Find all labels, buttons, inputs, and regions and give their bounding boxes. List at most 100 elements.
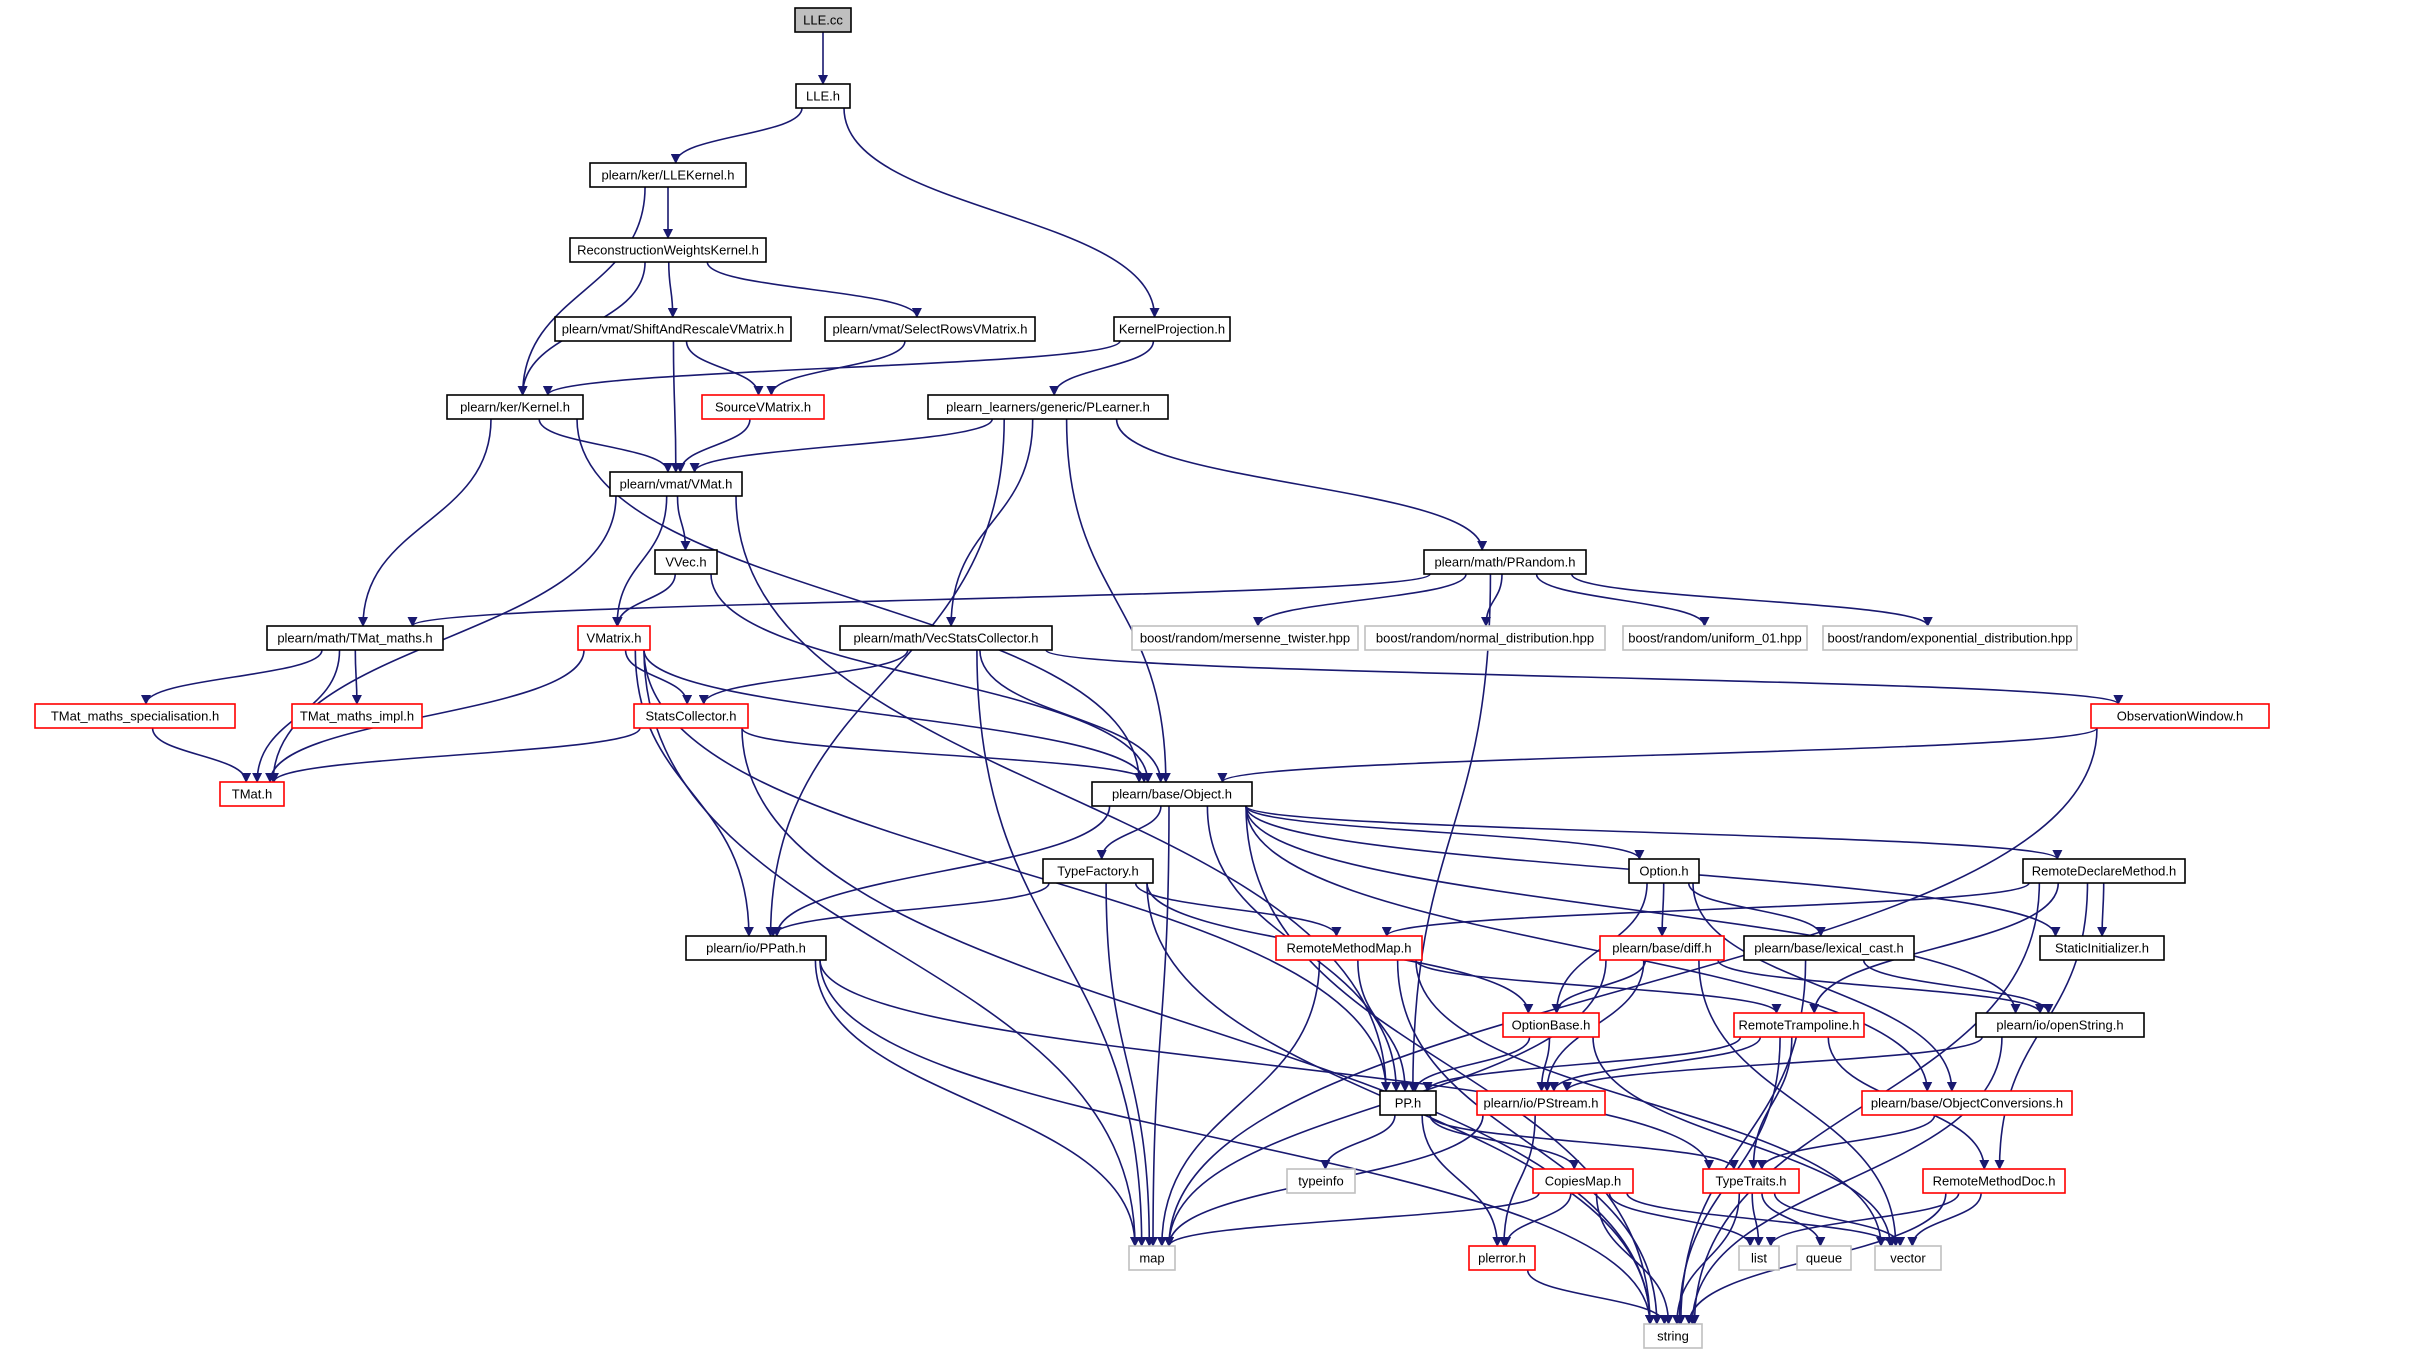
node-box-observationwindow-h bbox=[2090, 703, 2270, 729]
edge-plearn-learners-generic-plearner-h-to-plearn-vmat-vmat-h bbox=[689, 418, 993, 473]
node-plearn-io-pstream-h[interactable]: plearn/io/PStream.h bbox=[1476, 1090, 1606, 1116]
node-plearn-vmat-shiftandrescalevmatrix-h[interactable]: plearn/vmat/ShiftAndRescaleVMatrix.h bbox=[554, 316, 792, 342]
node-plearn-ker-llekernel-h[interactable]: plearn/ker/LLEKernel.h bbox=[589, 162, 747, 188]
node-observationwindow-h[interactable]: ObservationWindow.h bbox=[2090, 703, 2270, 729]
node-box-remotemethodmap-h bbox=[1275, 935, 1423, 961]
edge-plearn-io-ppath-h-to-string bbox=[819, 959, 1655, 1325]
node-box-plearn-vmat-selectrowsvmatrix-h bbox=[824, 316, 1036, 342]
edge-plearn-io-pstream-h-to-plerror-h bbox=[1498, 1114, 1536, 1247]
node-box-map bbox=[1128, 1245, 1176, 1271]
node-reconstructionweightskernel-h[interactable]: ReconstructionWeightsKernel.h bbox=[569, 237, 767, 263]
node-box-plearn-math-vecstatscollector-h bbox=[839, 625, 1053, 651]
node-box-boost-random-exponential-distribution-hpp bbox=[1822, 625, 2078, 651]
node-plearn-io-ppath-h[interactable]: plearn/io/PPath.h bbox=[685, 935, 827, 961]
node-plearn-vmat-vmat-h[interactable]: plearn/vmat/VMat.h bbox=[609, 471, 743, 497]
node-box-plearn-io-ppath-h bbox=[685, 935, 827, 961]
edge-remotemethoddoc-h-to-vector bbox=[1907, 1192, 1982, 1247]
node-copiesmap-h[interactable]: CopiesMap.h bbox=[1532, 1168, 1634, 1194]
node-remotemethoddoc-h[interactable]: RemoteMethodDoc.h bbox=[1922, 1168, 2066, 1194]
node-pp-h[interactable]: PP.h bbox=[1379, 1090, 1437, 1116]
node-box-plearn-math-tmat-maths-h bbox=[266, 625, 444, 651]
node-label-boost-random-normal-distribution-hpp: boost/random/normal_distribution.hpp bbox=[1376, 631, 1594, 646]
node-remotetrampoline-h[interactable]: RemoteTrampoline.h bbox=[1733, 1012, 1865, 1038]
node-box-tmat-maths-specialisation-h bbox=[34, 703, 236, 729]
edge-copiesmap-h-to-vector bbox=[1626, 1192, 1897, 1247]
node-box-lle-cc bbox=[794, 7, 852, 33]
node-plearn-math-vecstatscollector-h[interactable]: plearn/math/VecStatsCollector.h bbox=[839, 625, 1053, 651]
node-option-h[interactable]: Option.h bbox=[1628, 858, 1700, 884]
edge-plearn-base-object-h-to-option-h bbox=[1245, 805, 1645, 860]
edge-plearn-io-ppath-h-to-map bbox=[814, 959, 1140, 1247]
node-label-remotetrampoline-h: RemoteTrampoline.h bbox=[1739, 1018, 1860, 1033]
node-plearn-base-object-h[interactable]: plearn/base/Object.h bbox=[1091, 781, 1253, 807]
node-tmat-h[interactable]: TMat.h bbox=[219, 781, 285, 807]
node-box-optionbase-h bbox=[1502, 1012, 1600, 1038]
node-boost-random-exponential-distribution-hpp: boost/random/exponential_distribution.hp… bbox=[1822, 625, 2078, 651]
node-label-statscollector-h: StatsCollector.h bbox=[645, 709, 736, 724]
edge-plearn-ker-kernel-h-to-plearn-vmat-vmat-h bbox=[538, 418, 673, 473]
node-plearn-math-prandom-h[interactable]: plearn/math/PRandom.h bbox=[1423, 549, 1587, 575]
node-label-sourcevmatrix-h: SourceVMatrix.h bbox=[715, 400, 811, 415]
node-label-lle-h: LLE.h bbox=[806, 89, 840, 104]
node-statscollector-h[interactable]: StatsCollector.h bbox=[633, 703, 749, 729]
node-plerror-h[interactable]: plerror.h bbox=[1468, 1245, 1536, 1271]
node-plearn-learners-generic-plearner-h[interactable]: plearn_learners/generic/PLearner.h bbox=[927, 394, 1169, 420]
node-box-boost-random-normal-distribution-hpp bbox=[1364, 625, 1606, 651]
edge-plearn-math-tmat-maths-h-to-tmat-maths-impl-h bbox=[351, 649, 362, 705]
edge-remotemethodmap-h-to-string bbox=[1396, 959, 1662, 1325]
node-box-option-h bbox=[1628, 858, 1700, 884]
node-box-plearn-ker-llekernel-h bbox=[589, 162, 747, 188]
node-box-plearn-vmat-vmat-h bbox=[609, 471, 743, 497]
edge-remotedeclaremethod-h-to-remotemethodmap-h bbox=[1381, 882, 2030, 937]
edge-plearn-base-object-h-to-plearn-io-openstring-h bbox=[1245, 805, 2021, 1014]
node-plearn-io-openstring-h[interactable]: plearn/io/openString.h bbox=[1975, 1012, 2145, 1038]
node-vvec-h[interactable]: VVec.h bbox=[654, 549, 718, 575]
node-tmat-maths-impl-h[interactable]: TMat_maths_impl.h bbox=[291, 703, 423, 729]
node-plearn-math-tmat-maths-h[interactable]: plearn/math/TMat_maths.h bbox=[266, 625, 444, 651]
node-label-observationwindow-h: ObservationWindow.h bbox=[2117, 709, 2243, 724]
node-box-plearn-learners-generic-plearner-h bbox=[927, 394, 1169, 420]
node-plearn-ker-kernel-h[interactable]: plearn/ker/Kernel.h bbox=[446, 394, 584, 420]
node-lle-h[interactable]: LLE.h bbox=[795, 83, 851, 109]
edge-remotemethoddoc-h-to-list bbox=[1765, 1192, 1960, 1247]
node-plearn-base-diff-h[interactable]: plearn/base/diff.h bbox=[1599, 935, 1725, 961]
node-remotemethodmap-h[interactable]: RemoteMethodMap.h bbox=[1275, 935, 1423, 961]
edge-statscollector-h-to-tmat-h bbox=[269, 727, 641, 783]
node-vmatrix-h[interactable]: VMatrix.h bbox=[577, 625, 651, 651]
node-plearn-vmat-selectrowsvmatrix-h[interactable]: plearn/vmat/SelectRowsVMatrix.h bbox=[824, 316, 1036, 342]
node-label-remotedeclaremethod-h: RemoteDeclareMethod.h bbox=[2032, 864, 2177, 879]
edge-plearn-vmat-vmat-h-to-vvec-h bbox=[676, 495, 691, 551]
edge-vvec-h-to-plearn-base-object-h bbox=[710, 573, 1153, 783]
edge-plearn-math-prandom-h-to-plearn-math-tmat-maths-h bbox=[407, 573, 1431, 627]
node-label-lle-cc: LLE.cc bbox=[803, 13, 843, 28]
node-label-reconstructionweightskernel-h: ReconstructionWeightsKernel.h bbox=[577, 243, 759, 258]
node-typefactory-h[interactable]: TypeFactory.h bbox=[1042, 858, 1154, 884]
node-sourcevmatrix-h[interactable]: SourceVMatrix.h bbox=[701, 394, 825, 420]
edge-reconstructionweightskernel-h-to-plearn-vmat-shiftandrescalevmatrix-h bbox=[667, 261, 678, 318]
edge-vmatrix-h-to-tmat-h bbox=[265, 649, 585, 783]
edge-optionbase-h-to-vector bbox=[1592, 1036, 1896, 1247]
node-label-plearn-math-prandom-h: plearn/math/PRandom.h bbox=[1435, 555, 1576, 570]
node-box-remotetrampoline-h bbox=[1733, 1012, 1865, 1038]
node-tmat-maths-specialisation-h[interactable]: TMat_maths_specialisation.h bbox=[34, 703, 236, 729]
node-label-plerror-h: plerror.h bbox=[1478, 1251, 1526, 1266]
edge-remotemethodmap-h-to-pp-h bbox=[1357, 959, 1411, 1092]
node-label-plearn-math-tmat-maths-h: plearn/math/TMat_maths.h bbox=[277, 631, 432, 646]
node-typeinfo: typeinfo bbox=[1286, 1168, 1356, 1194]
node-label-plearn-base-objectconversions-h: plearn/base/ObjectConversions.h bbox=[1871, 1096, 2063, 1111]
node-kernelprojection-h[interactable]: KernelProjection.h bbox=[1113, 316, 1231, 342]
node-optionbase-h[interactable]: OptionBase.h bbox=[1502, 1012, 1600, 1038]
node-plearn-base-objectconversions-h[interactable]: plearn/base/ObjectConversions.h bbox=[1861, 1090, 2073, 1116]
node-staticinitializer-h[interactable]: StaticInitializer.h bbox=[2039, 935, 2165, 961]
node-typetraits-h[interactable]: TypeTraits.h bbox=[1702, 1168, 1800, 1194]
edge-plearn-base-object-h-to-plearn-io-ppath-h bbox=[771, 805, 1111, 937]
node-remotedeclaremethod-h[interactable]: RemoteDeclareMethod.h bbox=[2022, 858, 2186, 884]
node-box-queue bbox=[1796, 1245, 1852, 1271]
edge-plearn-io-openstring-h-to-plearn-io-pstream-h bbox=[1562, 1036, 1983, 1092]
node-lle-cc[interactable]: LLE.cc bbox=[794, 7, 852, 33]
node-plearn-base-lexical-cast-h[interactable]: plearn/base/lexical_cast.h bbox=[1743, 935, 1915, 961]
node-box-tmat-maths-impl-h bbox=[291, 703, 423, 729]
edge-plearn-base-object-h-to-typefactory-h bbox=[1096, 805, 1162, 860]
edge-statscollector-h-to-string bbox=[741, 727, 1655, 1325]
edge-vmatrix-h-to-plearn-base-object-h bbox=[643, 649, 1150, 783]
